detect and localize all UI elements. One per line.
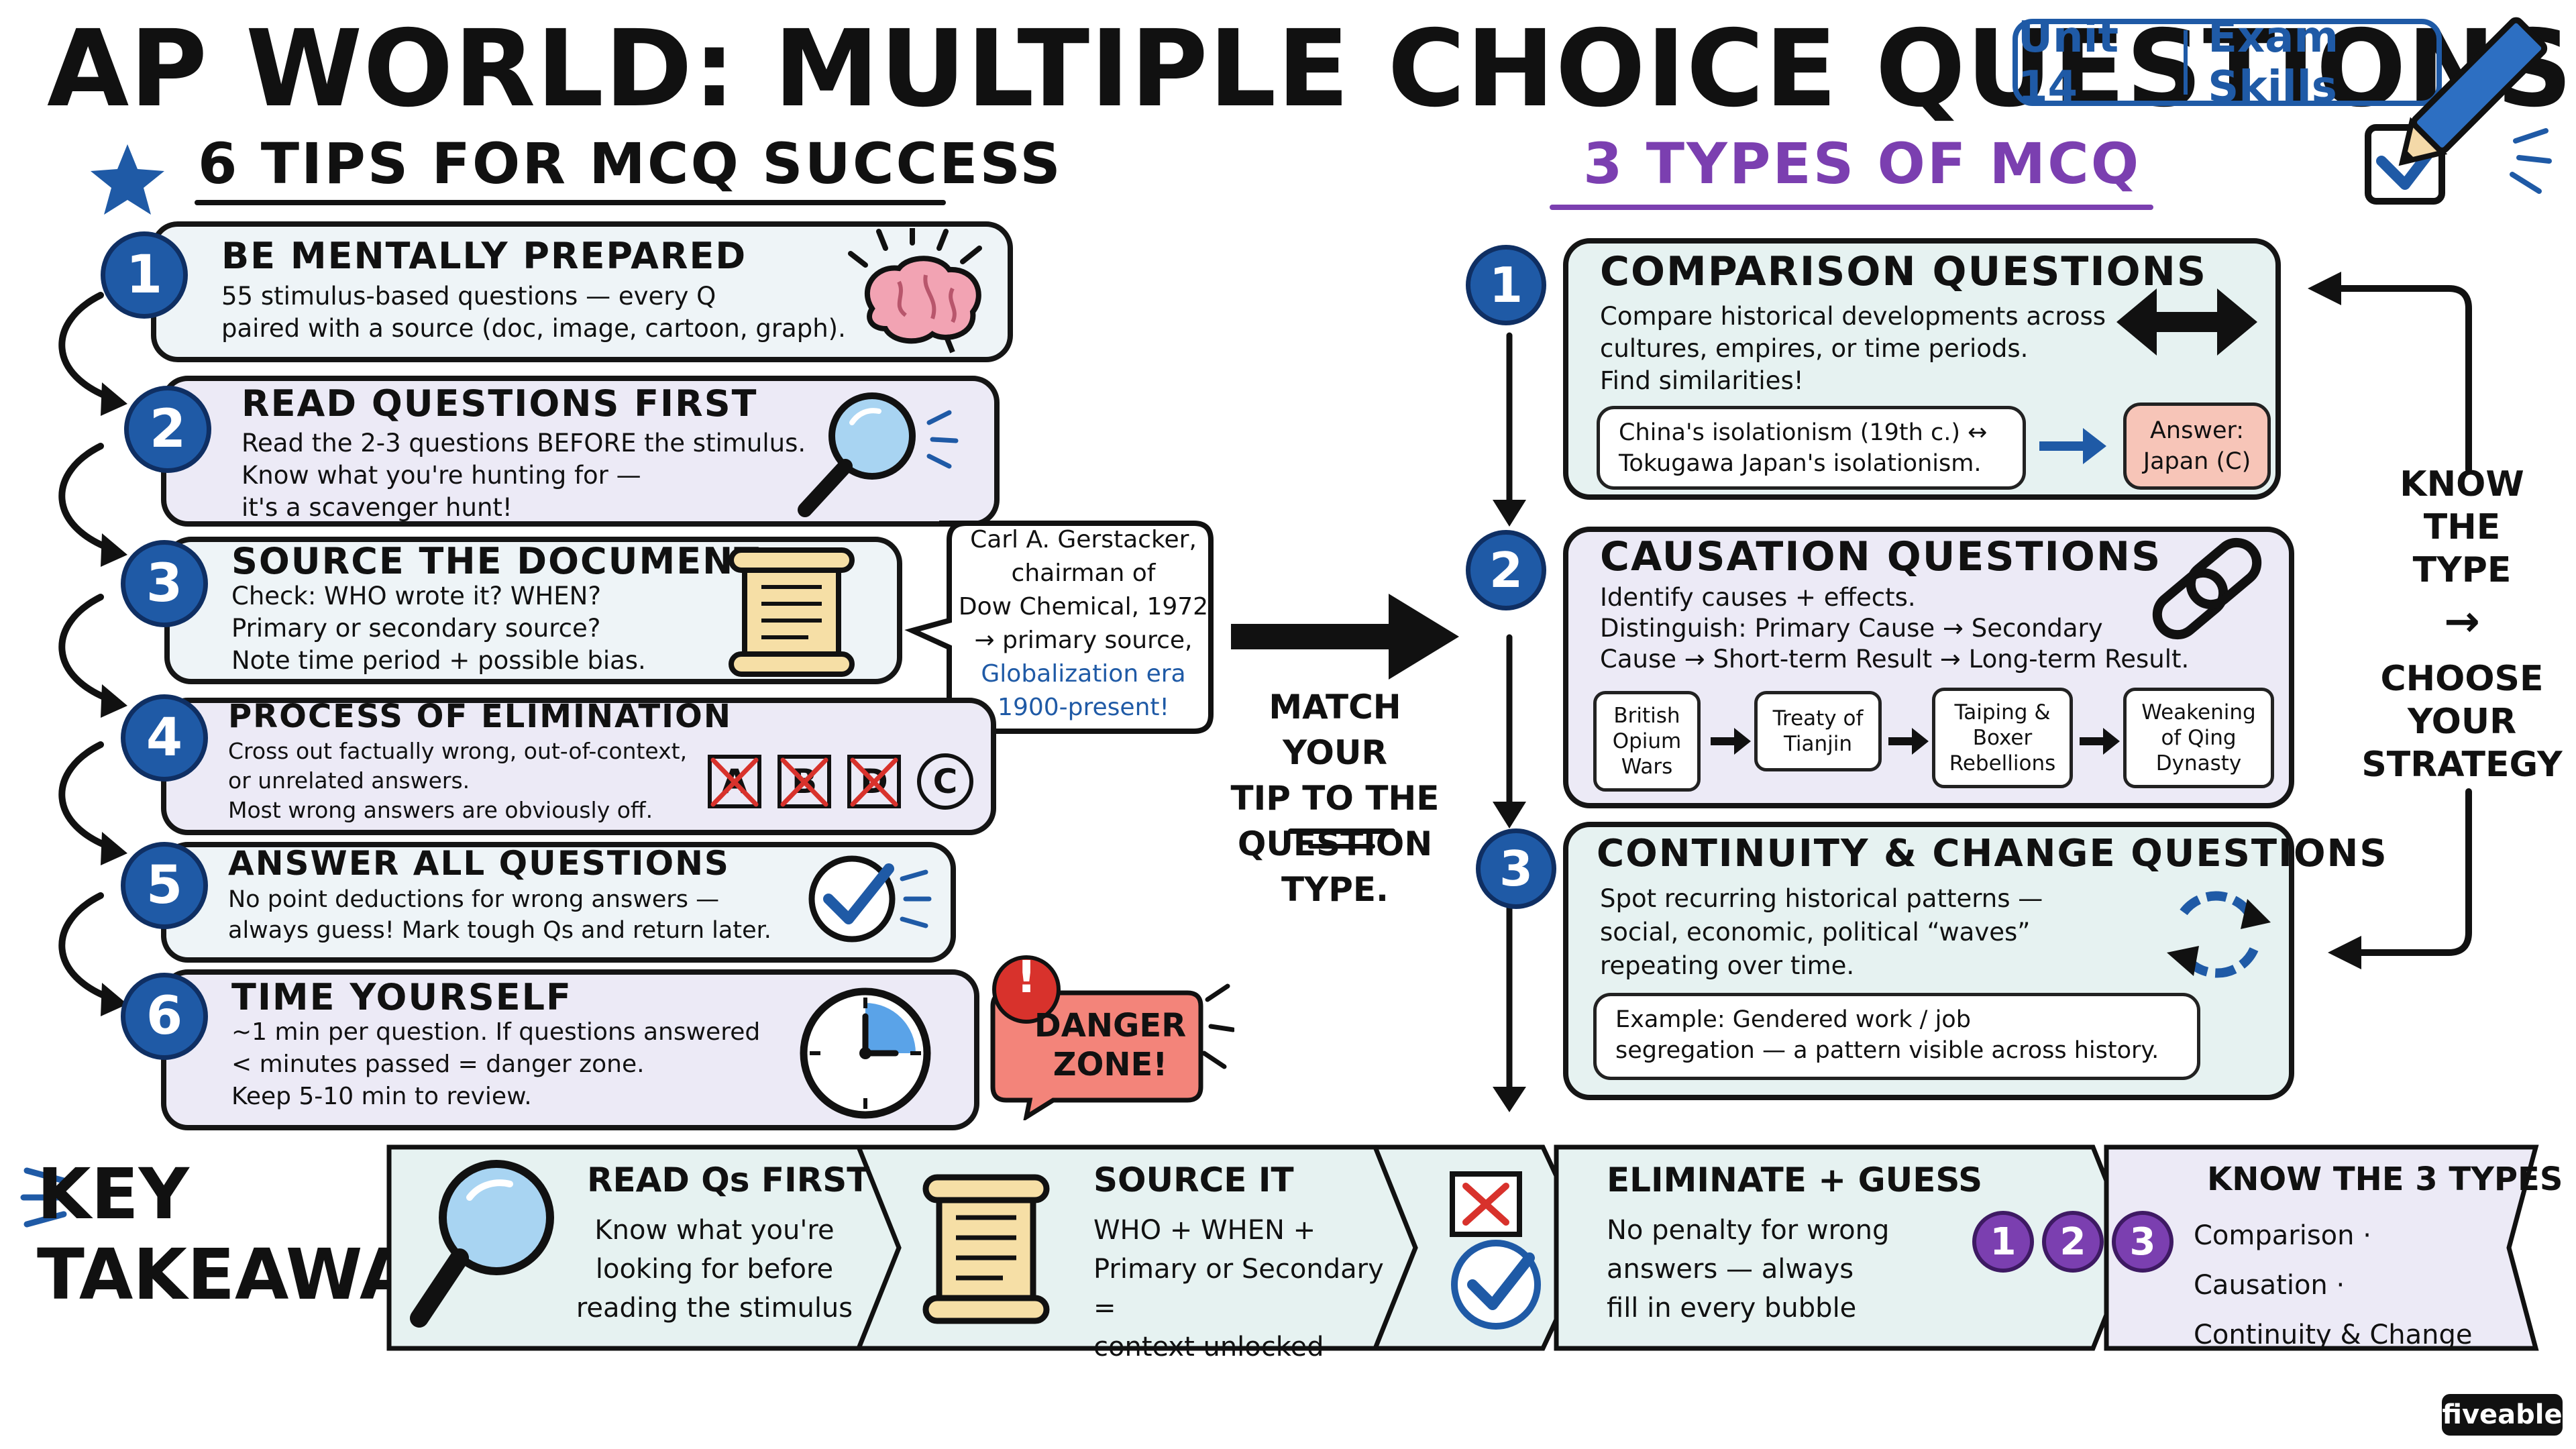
tip-text-4: Cross out factually wrong, out-of-contex… (228, 738, 688, 823)
tip-number-3: 3 (121, 540, 208, 627)
takeaway-title-3: ELIMINATE + GUESS (1607, 1161, 1983, 1199)
source-bubble-text: Carl A. Gerstacker, chairman of Dow Chem… (958, 526, 1209, 654)
key-takeaways-heading: KEY TAKEAWAYS (37, 1153, 508, 1316)
chain-link-icon (2152, 537, 2262, 640)
tip-number-4: 4 (121, 694, 208, 782)
takeaway-magnifier-icon (410, 1160, 554, 1328)
tip-title-1: BE MENTALLY PREPARED (221, 235, 747, 277)
choice-c: C (917, 753, 973, 810)
tip-number-1: 1 (101, 231, 188, 319)
takeaway-text-2: WHO + WHEN + Primary or Secondary = cont… (1093, 1215, 1384, 1362)
takeaway-scroll-icon (922, 1174, 1050, 1324)
match-underline-2 (1308, 844, 1375, 849)
danger-zone-text: DANGER ZONE! (1034, 1007, 1187, 1083)
tip-text-1: 55 stimulus-based questions — every Q pa… (221, 282, 846, 343)
double-arrow-icon (2116, 288, 2257, 356)
takeaway-title-4: KNOW THE 3 TYPES (2207, 1161, 2563, 1198)
cause-arrow-3 (2080, 728, 2120, 755)
takeaway-text-1: Know what you're looking for before read… (576, 1215, 853, 1324)
type-number-1: 1 (1466, 245, 1546, 325)
tip-number-5: 5 (121, 842, 208, 929)
tip-title-5: ANSWER ALL QUESTIONS (228, 844, 730, 883)
takeaway-title-2: SOURCE IT (1093, 1161, 1294, 1199)
danger-exclamation: ! (1016, 951, 1037, 1003)
tip-flow-arrows (58, 292, 127, 1016)
type-bubble-2: 2 (2042, 1211, 2104, 1273)
unit-badge: Unit 14 Exam Skills (2012, 13, 2442, 112)
takeaway-title-1: READ Qs FIRST (587, 1161, 870, 1199)
types-heading: 3 TYPES OF MCQ (1583, 131, 2141, 197)
tip-number-6: 6 (121, 973, 208, 1060)
comparison-arrow (2039, 428, 2106, 464)
answer-choices: A B D C (708, 753, 976, 815)
star-icon (91, 144, 164, 215)
danger-zone-bubble (990, 955, 1234, 1120)
brain-icon (848, 228, 982, 354)
emphasis-lines-icon (20, 1167, 67, 1228)
tips-heading-underline (195, 200, 946, 205)
scroll-document-icon (729, 547, 855, 677)
takeaway-text-3: No penalty for wrong answers — always fi… (1607, 1215, 1890, 1324)
type-title-continuity: CONTINUITY & CHANGE QUESTIONS (1597, 832, 2388, 875)
continuity-example: Example: Gendered work / job segregation… (1593, 993, 2200, 1080)
choice-b: B (777, 755, 831, 808)
cause-step-2: Treaty of Tianjin (1754, 691, 1882, 771)
choose-strategy-text: CHOOSE YOUR STRATEGY (2361, 659, 2563, 785)
cross-out-marks (710, 757, 898, 807)
page-title: AP WORLD: MULTIPLE CHOICE QUESTIONS (47, 7, 2573, 131)
tip-text-5: No point deductions for wrong answers — … (228, 886, 771, 944)
tip-text-3: Check: WHO wrote it? WHEN? Primary or se… (231, 582, 646, 675)
tip-title-4: PROCESS OF ELIMINATION (228, 698, 732, 735)
source-bubble-highlight: Globalization era 1900-present! (981, 660, 1186, 721)
type-title-causation: CAUSATION QUESTIONS (1600, 533, 2162, 580)
tip-title-3: SOURCE THE DOCUMENT (231, 540, 761, 582)
match-underline-1 (1288, 828, 1395, 834)
match-tip-text: MATCH YOUR TIP TO THE QUESTION TYPE. (1230, 688, 1440, 909)
know-the-type-text: KNOW THE TYPE (2400, 464, 2524, 590)
badge-divider (2184, 30, 2188, 95)
takeaway-text-4: Comparison · Causation · Continuity & Ch… (2194, 1220, 2473, 1350)
type-number-bubbles: 1 2 3 (1972, 1211, 2187, 1278)
cause-arrow-2 (1888, 728, 1929, 755)
magnifier-icon (798, 392, 959, 517)
tip-title-6: TIME YOURSELF (231, 976, 572, 1018)
clock-icon (800, 987, 931, 1119)
cycle-arrows-icon (2167, 891, 2271, 978)
cause-step-3: Taiping & Boxer Rebellions (1932, 688, 2073, 788)
takeaway-eliminate-icon (1450, 1171, 1541, 1330)
type-text-continuity: Spot recurring historical patterns — soc… (1600, 884, 2043, 980)
big-right-arrow (1231, 594, 1459, 680)
types-heading-underline (1550, 205, 2153, 210)
type-number-2: 2 (1466, 530, 1546, 610)
tip-text-6: ~1 min per question. If questions answer… (231, 1018, 761, 1110)
cause-step-1: British Opium Wars (1593, 691, 1701, 792)
checkmark-circle-icon (808, 855, 932, 943)
cause-arrow-1 (1711, 728, 1751, 755)
fiveable-logo: fiveable (2442, 1394, 2563, 1436)
unit-label: Unit 14 (2018, 13, 2119, 112)
type-text-comparison: Compare historical developments across c… (1600, 302, 2106, 395)
type-bubble-3: 3 (2112, 1211, 2174, 1273)
pencil-check-icon (2365, 17, 2552, 205)
side-loop-arrows (2308, 272, 2472, 969)
type-flow-arrows (1493, 332, 1526, 1112)
side-arrow: → (2444, 597, 2480, 647)
tip-text-2: Read the 2-3 questions BEFORE the stimul… (241, 429, 806, 522)
type-bubble-1: 1 (1972, 1211, 2034, 1273)
comparison-answer: Answer: Japan (C) (2123, 402, 2271, 490)
cause-step-4: Weakening of Qing Dynasty (2123, 688, 2274, 788)
tip-number-2: 2 (124, 386, 211, 473)
tip-title-2: READ QUESTIONS FIRST (241, 382, 758, 425)
tips-heading: 6 TIPS FOR MCQ SUCCESS (198, 131, 1063, 197)
takeaway-banner (386, 1144, 2539, 1351)
unit-topic: Exam Skills (2208, 13, 2339, 112)
comparison-example: China's isolationism (19th c.) ↔ Tokugaw… (1597, 406, 2026, 490)
type-text-causation: Identify causes + effects. Distinguish: … (1600, 583, 2190, 674)
type-number-3: 3 (1476, 828, 1556, 909)
type-title-comparison: COMPARISON QUESTIONS (1600, 248, 2208, 295)
